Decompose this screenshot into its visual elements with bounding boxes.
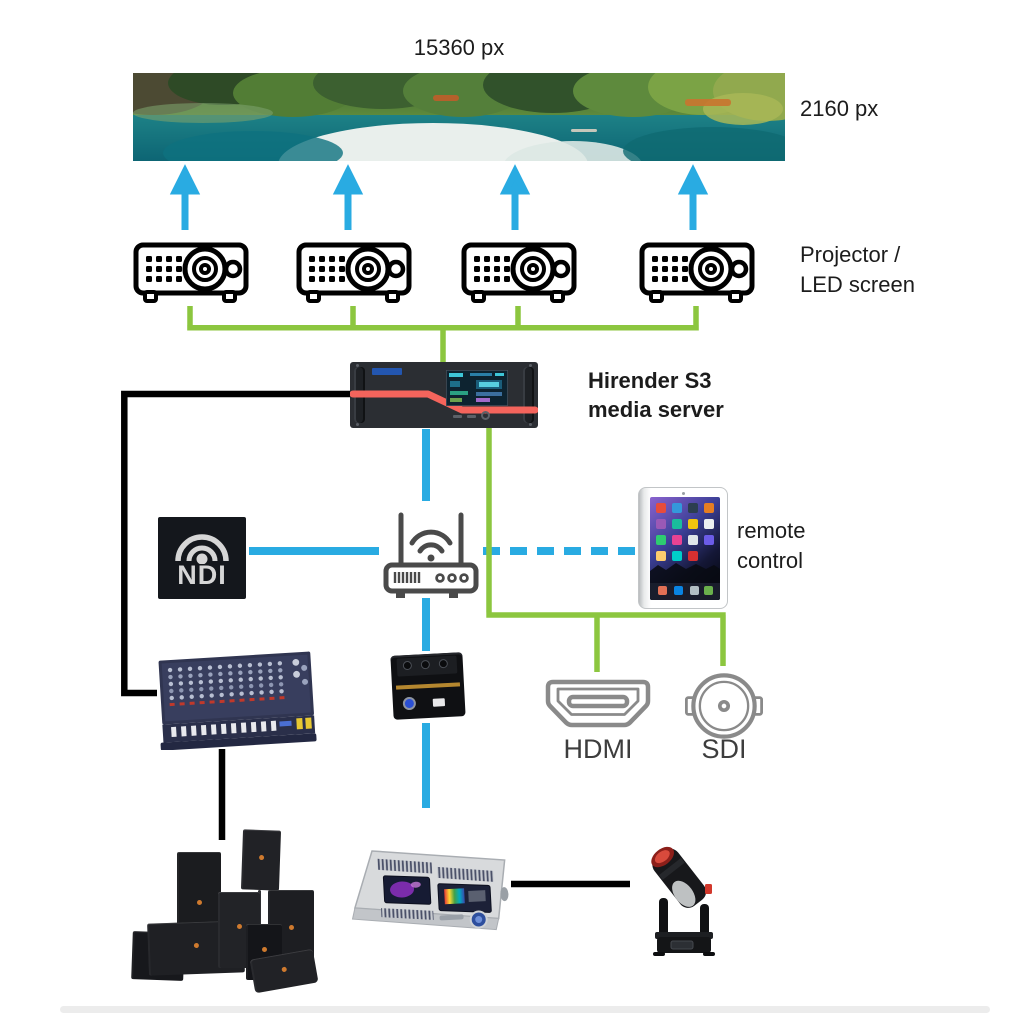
remote-label-line2: control <box>737 548 804 573</box>
ndi-label: NDI <box>177 560 227 590</box>
server-to-mixer-line <box>121 390 352 697</box>
dmx-label-strip <box>395 682 461 690</box>
dmx-port <box>432 698 446 707</box>
tablet-camera-dot <box>682 491 685 495</box>
ndi-broadcast-icon <box>175 534 229 564</box>
tablet-icon <box>638 487 728 609</box>
dmx-node-image <box>390 652 466 720</box>
screen-width-label: 15360 px <box>413 35 505 60</box>
wifi-router-icon <box>381 503 481 604</box>
dmx-xlr-connector <box>402 696 417 711</box>
projector-icon-2 <box>296 238 412 311</box>
media-server-image <box>350 362 538 428</box>
sdi-label: SDI <box>701 734 747 764</box>
projector-icon-3 <box>461 238 577 311</box>
remote-label-line1: remote <box>737 518 806 543</box>
ndi-source-box: NDI <box>158 517 246 599</box>
projector-label-line1: Projector / <box>800 242 901 267</box>
speaker-stack-image <box>130 826 342 994</box>
speaker-pole-box <box>240 829 282 891</box>
server-label: Hirender S3 media server <box>588 366 724 424</box>
screen-height-label: 2160 px <box>800 96 879 121</box>
lighting-console-image <box>346 834 514 947</box>
projector-icon-4 <box>639 238 755 311</box>
projector-icon-1 <box>133 238 249 311</box>
server-screen <box>446 370 508 406</box>
remote-control-label: remote control <box>737 516 805 576</box>
projector-label: Projector / LED screen <box>800 240 915 300</box>
server-to-outputs-line <box>486 428 726 672</box>
server-label-line1: Hirender S3 <box>588 368 712 393</box>
projector-bus-line <box>187 306 699 365</box>
server-logo-badge <box>372 368 402 375</box>
hdmi-connector-icon <box>545 678 651 741</box>
projector-label-line2: LED screen <box>800 272 915 297</box>
moving-head-light-image <box>643 836 725 963</box>
projector-to-screen-arrows <box>169 164 709 230</box>
server-red-stripe <box>350 390 538 414</box>
bottom-divider <box>60 1006 990 1013</box>
tablet-screen <box>650 497 720 600</box>
bnc-connector-icon <box>685 667 763 750</box>
server-label-line2: media server <box>588 397 724 422</box>
audio-mixer-image <box>156 650 318 755</box>
hdmi-label: HDMI <box>563 734 633 764</box>
panorama-image <box>93 57 823 207</box>
